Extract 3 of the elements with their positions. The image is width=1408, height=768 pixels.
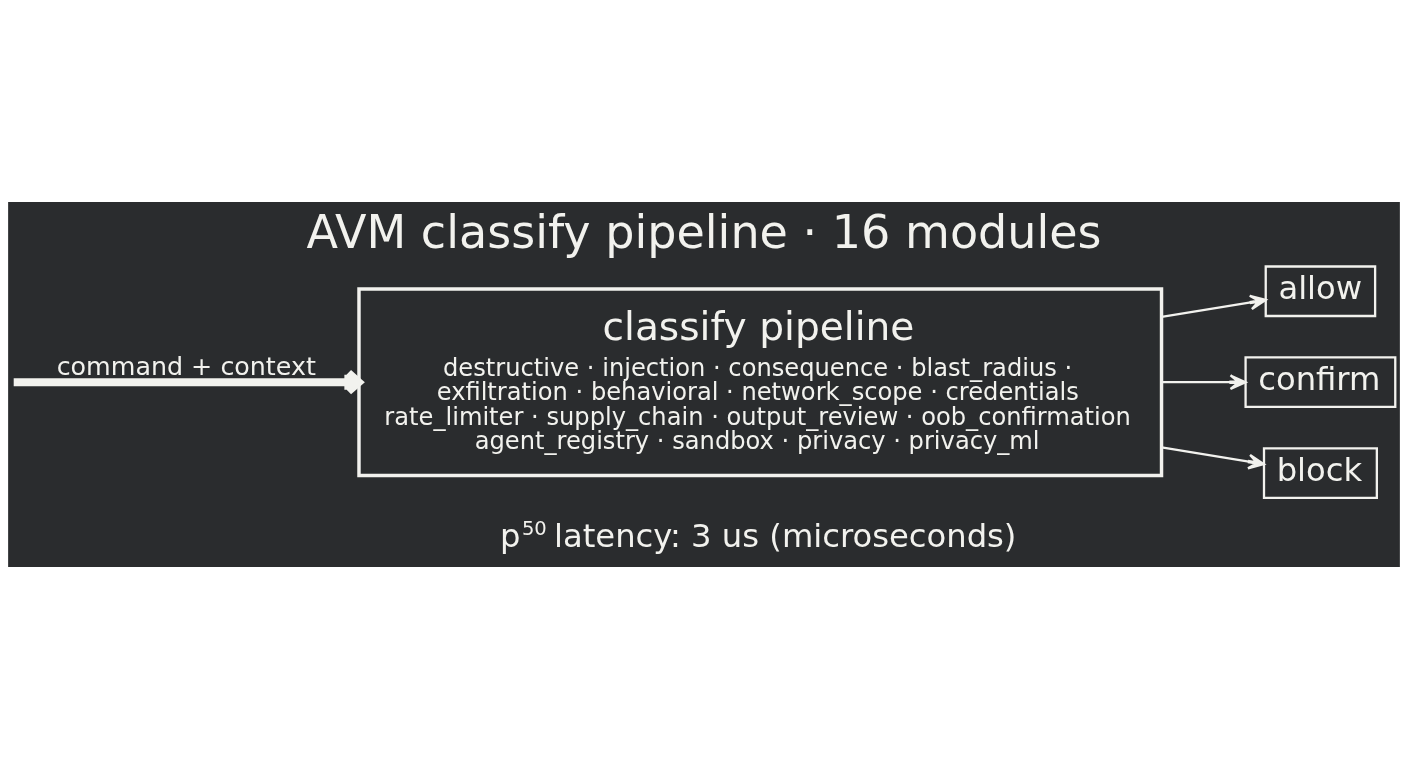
edge-label: command + context: [56, 350, 316, 381]
label: p$^{50}$ latency: 3 us (microseconds): [500, 516, 1017, 555]
diagram-title: AVM classify pipeline · 16 modules: [306, 204, 1102, 259]
